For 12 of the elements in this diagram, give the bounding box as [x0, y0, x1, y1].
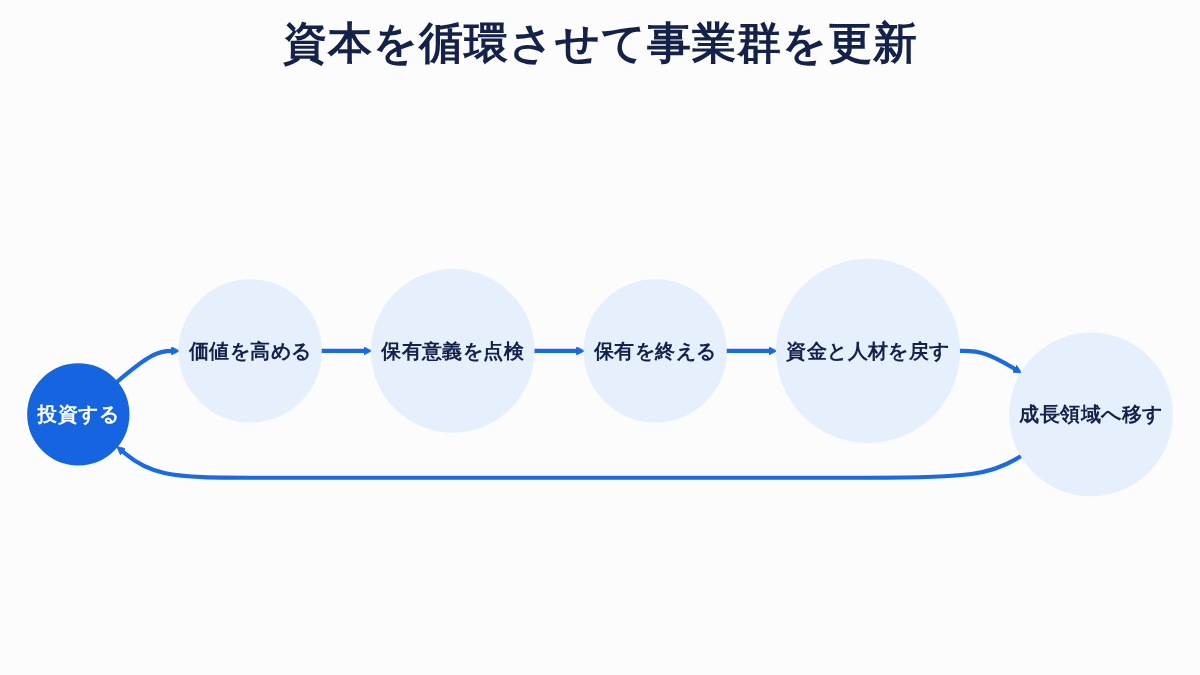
- circle-node: 資金と人材を戻す: [775, 258, 961, 443]
- arrow: [320, 346, 373, 356]
- circle-node: 価値を高める: [178, 279, 322, 423]
- circle-node: 成長領域へ移す: [1009, 332, 1173, 497]
- arrow: [959, 348, 1022, 374]
- diagram-title: 資本を循環させて事業群を更新: [282, 17, 918, 68]
- arrow: [725, 346, 778, 356]
- circle-node: 保有を終える: [583, 279, 727, 423]
- circle-node: 保有意義を点検: [370, 269, 535, 433]
- circle-node: 投資する: [27, 363, 130, 466]
- arrow: [116, 446, 1023, 480]
- arrow: [115, 346, 180, 384]
